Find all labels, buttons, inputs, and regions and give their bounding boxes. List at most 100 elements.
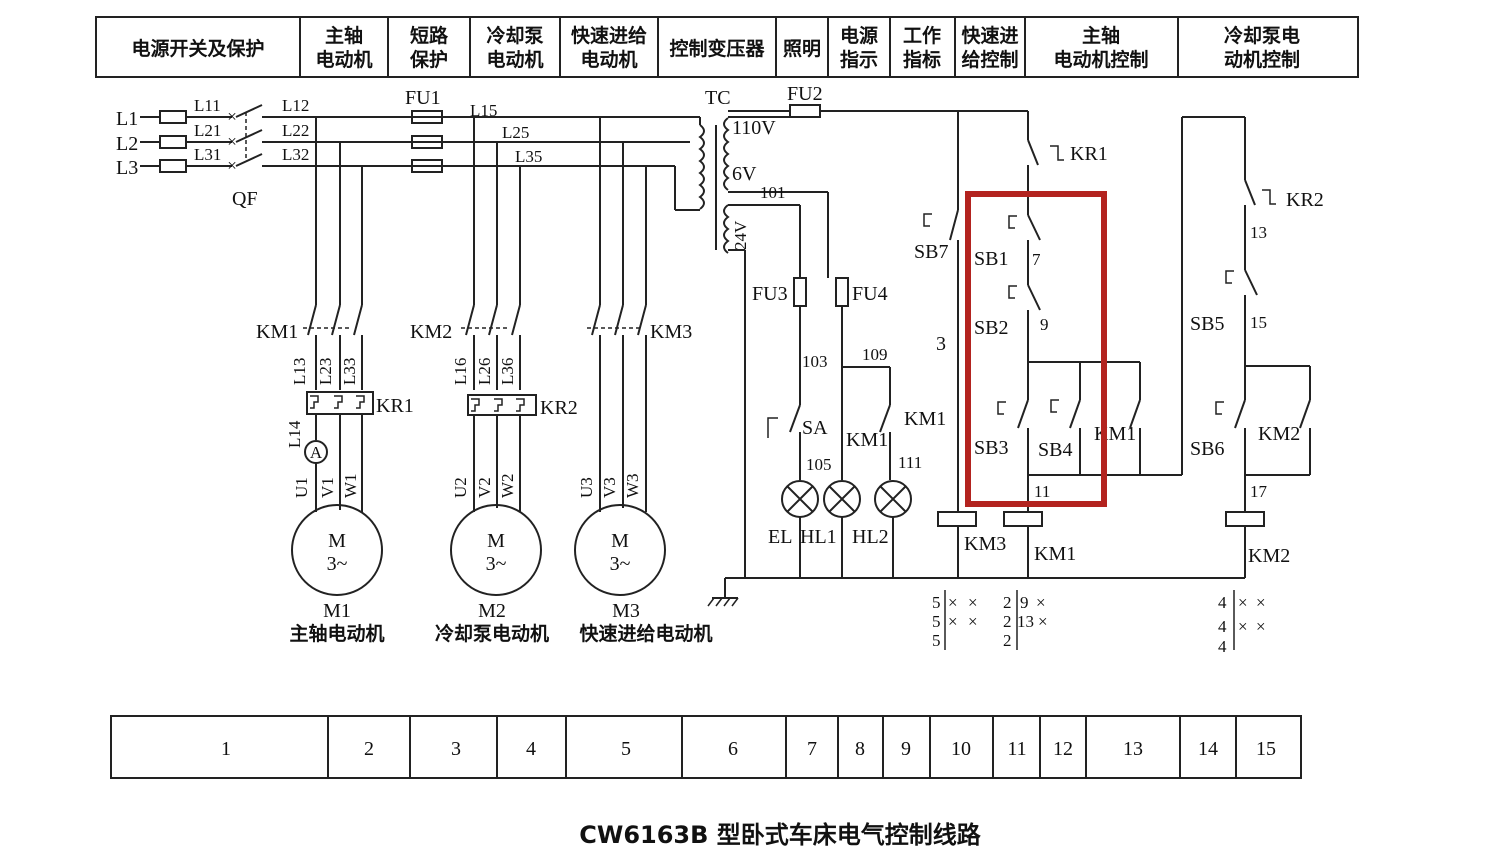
label-ammeter: A (310, 443, 323, 462)
fuse-fu4 (835, 277, 849, 307)
label-km1-coil: KM1 (1034, 543, 1076, 565)
label-l3: L3 (116, 157, 138, 179)
label-kr1-motor: KR1 (376, 395, 414, 417)
svg-text:×: × (1036, 593, 1046, 612)
header-spindle-ctrl-2: 电动机控制 (1053, 48, 1148, 71)
header-rapid-2: 电动机 (580, 48, 637, 71)
km1-contact-2: 2 (1003, 612, 1012, 631)
km3-contact-3: 5 (932, 631, 941, 650)
coil-km2 (1225, 511, 1265, 527)
transformer-section: TC FU2 110V 6V 101 24V FU3 FU4 103 109 S… (674, 83, 1245, 607)
fuse-l3 (159, 159, 187, 173)
label-fu1: FU1 (405, 87, 441, 109)
label-w2: W2 (498, 473, 517, 498)
km1-contact-3: 2 (1003, 631, 1012, 650)
motor1-name: M1 (323, 600, 351, 622)
fuse-l1 (159, 110, 187, 124)
label-l1: L1 (116, 108, 138, 130)
footer-cell-11: 11 (1007, 738, 1026, 760)
label-u1: U1 (292, 477, 311, 498)
footer-cell-5: 5 (621, 738, 631, 760)
fuse-fu3 (793, 277, 807, 307)
label-km3: KM3 (650, 321, 692, 343)
motor2-branch: KM2 L16 L26 L36 KR2 U2 V2 W2 M 3~ M2 冷却泵… (410, 117, 578, 645)
label-v1: V1 (318, 477, 337, 498)
km3-contact-1: 5 (932, 593, 941, 612)
label-sa: SA (802, 417, 828, 439)
label-24v: 24V (731, 220, 750, 250)
header-spindle-1: 主轴 (325, 24, 363, 47)
svg-text:×: × (968, 612, 978, 631)
label-sb2: SB2 (974, 317, 1008, 339)
label-qf: QF (232, 188, 258, 210)
label-n15: 15 (1250, 313, 1267, 332)
label-hl1: HL1 (800, 526, 837, 548)
svg-text:×: × (1038, 612, 1048, 631)
lamp-hl1 (823, 480, 861, 518)
motor3-desc: 快速进给电动机 (579, 622, 712, 645)
label-hl2: HL2 (852, 526, 889, 548)
km1-contact-4: 9 (1020, 593, 1029, 612)
label-v2: V2 (475, 477, 494, 498)
coil-km1 (1003, 511, 1043, 527)
header-coolant-ctrl-2: 动机控制 (1224, 48, 1300, 71)
motor3-name: M3 (612, 600, 640, 622)
label-l22: L22 (282, 121, 309, 140)
label-n13: 13 (1250, 223, 1267, 242)
label-111: 111 (898, 453, 922, 472)
footer-cell-2: 2 (364, 738, 374, 760)
header-coolant-1: 冷却泵 (486, 24, 543, 47)
label-kr2-ctrl: KR2 (1286, 189, 1324, 211)
motor-m2-symbol (450, 504, 542, 596)
motor1-phase: 3~ (327, 553, 348, 575)
ground-icon (707, 597, 739, 607)
highlight-box (965, 191, 1107, 507)
label-sb5: SB5 (1190, 313, 1224, 335)
footer-cell-3: 3 (451, 738, 461, 760)
footer-cell-10: 10 (951, 738, 971, 760)
label-l16: L16 (451, 358, 470, 385)
label-km2: KM2 (410, 321, 452, 343)
label-l32: L32 (282, 145, 309, 164)
label-105: 105 (806, 455, 832, 474)
header-table: 电源开关及保护 主轴 电动机 短路 保护 冷却泵 电动机 快速进给 电动机 控制… (95, 16, 1359, 78)
km1-contact-5: 13 (1017, 612, 1034, 631)
label-w3: W3 (623, 473, 642, 498)
motor1-desc: 主轴电动机 (289, 622, 384, 645)
header-work-2: 指标 (903, 49, 941, 71)
diagram-caption: CW6163B 型卧式车床电气控制线路 (579, 821, 982, 849)
fuse-fu1-a (411, 110, 443, 124)
label-sb7: SB7 (914, 241, 948, 263)
contact-tables: 5 5 5 ×× ×× 2 2 2 9 13 ×× 4 4 4 ×× ×× (932, 590, 1266, 656)
motor-m1-symbol (291, 504, 383, 596)
label-km1: KM1 (256, 321, 298, 343)
header-rapid-ctrl-2: 给控制 (961, 48, 1018, 71)
label-6v: 6V (732, 163, 757, 185)
qf-breaker: × × × QF (227, 104, 263, 210)
header-spindle-2: 电动机 (315, 48, 372, 71)
motor3-phase: 3~ (610, 553, 631, 575)
label-sb3: SB3 (974, 437, 1008, 459)
fuse-l2 (159, 135, 187, 149)
motor2-m: M (487, 530, 505, 552)
header-coolant-2: 电动机 (486, 48, 543, 71)
label-101: 101 (760, 183, 786, 202)
label-l12: L12 (282, 96, 309, 115)
label-tc: TC (705, 87, 731, 109)
footer-table: 1 2 3 4 5 6 7 8 9 10 11 12 13 14 15 (110, 715, 1302, 779)
footer-cell-9: 9 (901, 738, 911, 760)
label-sb6: SB6 (1190, 438, 1224, 460)
label-km2-ctrl: KM2 (1258, 423, 1300, 445)
footer-cell-12: 12 (1053, 738, 1073, 760)
motor3-m: M (611, 530, 629, 552)
transformer-secondary (723, 117, 730, 191)
fuse-fu1-b (411, 135, 443, 149)
svg-text:×: × (1238, 617, 1248, 636)
footer-cell-8: 8 (855, 738, 865, 760)
lamp-el (781, 480, 819, 518)
km2-contact-2: 4 (1218, 617, 1227, 636)
label-l14: L14 (285, 420, 304, 448)
svg-text:×: × (227, 156, 237, 175)
